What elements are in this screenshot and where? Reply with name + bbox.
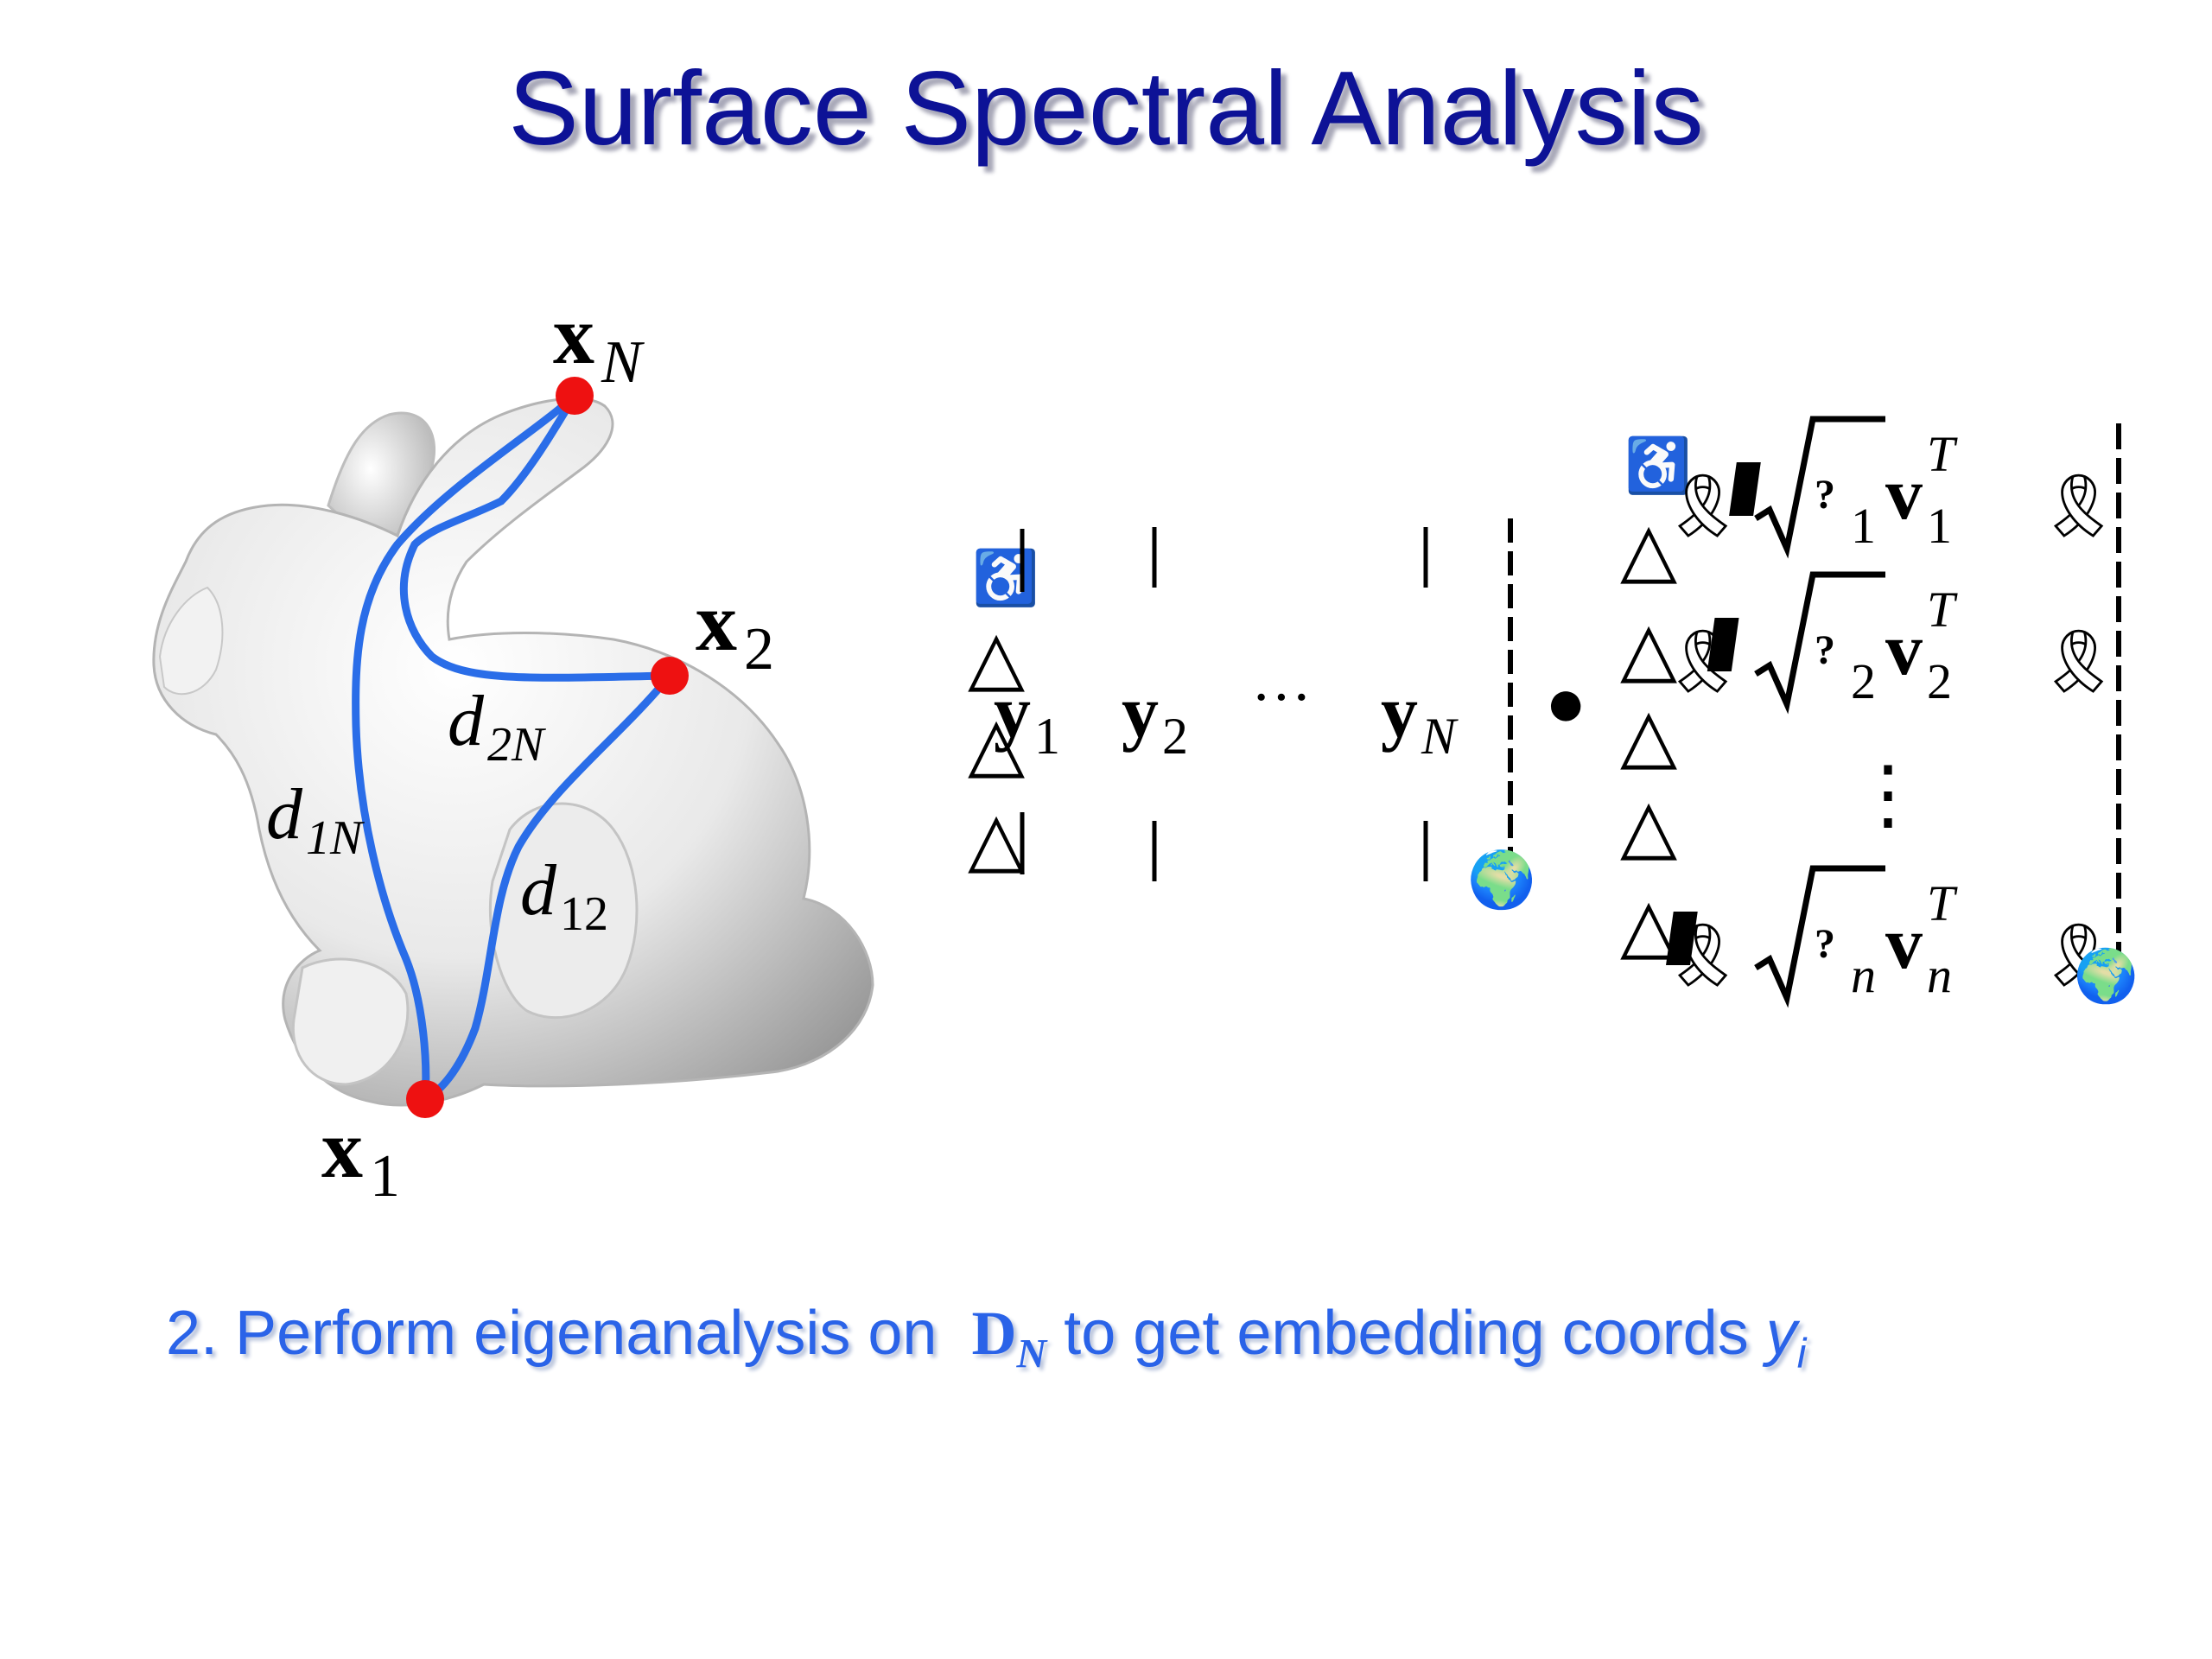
missing-glyph-box [1666,912,1698,965]
globe-icon: 🌍 [2074,946,2139,1006]
wheelchair-icon: ♿ [972,547,1039,608]
bunny-front-leg [291,957,410,1086]
label-d-12: d12 [520,850,608,941]
globe-icon: 🌍 [1467,849,1536,911]
ribbon-icon: 🎗 [2039,921,2118,990]
sqrt-sign [1754,865,1885,1008]
missing-glyph: ? [1815,921,1835,967]
triangle-glyph: △ [968,702,1025,785]
triangle-glyph: △ [1620,508,1677,591]
wheelchair-icon: ♿ [1624,435,1691,496]
slide-caption: 2. Perform eigenanalysis on DN to get em… [166,1298,2179,1377]
bunny-body [152,397,874,1107]
missing-glyph-box [1707,618,1739,671]
label-ellipsis: ··· [1251,664,1312,731]
bunny-haunch [488,802,639,1020]
matrix-right: ♿ △ △ △ △ △ 🎗 🎗 🎗 ? 1 v T 1 ? 2 v T 2 ⋮ … [1620,416,2139,1008]
label-d-2n: d2N [448,681,546,772]
ribbon-icon: 🎗 [2039,627,2118,696]
geodesic-paths [352,391,674,1103]
missing-glyph-box [1729,462,1761,516]
bunny-illustration [152,397,874,1107]
slide-title: Surface Spectral Analysis [508,49,1704,167]
triangle-glyph: △ [968,798,1025,880]
triangle-glyph: △ [968,616,1025,699]
ribbon-icon: 🎗 [1663,472,1742,541]
multiply-dot: ● [1545,665,1586,741]
label-v-n-sub: n [1927,947,1952,1003]
label-v-n-sup: T [1927,875,1958,931]
label-v-2-sub: 2 [1927,653,1952,709]
label-y-2: y2 [1122,670,1188,765]
geodesic-1n-outer [352,391,579,1103]
label-lambda-sub-2: 2 [1851,653,1876,709]
triangle-glyph: △ [1620,607,1677,690]
vertical-ellipsis: ⋮ [1849,753,1927,838]
caption-variable: yi [1765,1299,1807,1377]
label-y-1: y1 [994,670,1060,765]
triangle-glyph: △ [1620,785,1677,868]
sqrt-sign [1754,571,1885,715]
caption-prefix: 2. Perform eigenanalysis on [166,1299,938,1368]
ribbon-icon: 🎗 [2039,472,2118,541]
label-d-1n: d1N [266,774,365,865]
label-lambda-sub-1: 1 [1851,498,1876,554]
bunny-face [158,586,224,696]
geodesic-12 [421,671,674,1103]
point-x-1 [406,1080,444,1118]
label-v-2: v [1885,607,1923,690]
label-y-n: yN [1381,670,1459,765]
point-x-2 [651,657,689,695]
triangle-glyph: △ [1620,694,1677,777]
label-v-1-sub: 1 [1927,498,1952,554]
geodesic-1n-inner [410,391,579,549]
caption-matrix: DN [971,1299,1047,1377]
label-v-2-sup: T [1927,582,1958,638]
point-x-n [556,377,594,415]
matrix-left: ♿ △ △ △ y1 y2 ··· yN 🌍 ● [968,518,1586,911]
label-v-1-sup: T [1927,426,1958,482]
label-v-n: v [1885,901,1923,984]
missing-glyph: ? [1815,472,1835,518]
geodesic-2n [399,540,674,682]
label-lambda-sub-n: n [1851,947,1876,1003]
label-v-1: v [1885,452,1923,535]
missing-glyph: ? [1815,627,1835,673]
sqrt-sign [1754,416,1885,559]
caption-middle: to get embedding coords [1064,1299,1749,1368]
